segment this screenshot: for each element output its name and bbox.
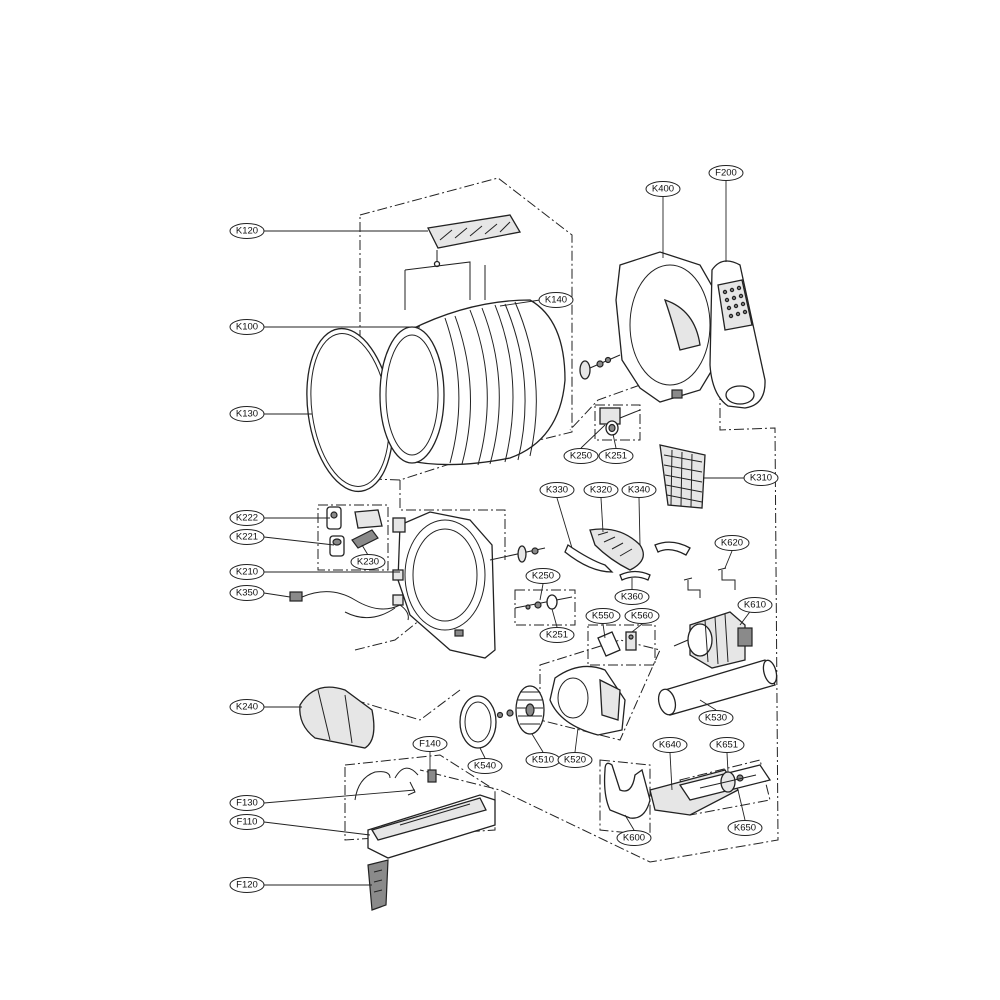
k620-k610-motor [673, 567, 753, 669]
rear-shaft-assembly [579, 354, 641, 436]
svg-text:F140: F140 [419, 739, 441, 750]
k310-lint-screen [659, 444, 706, 509]
callout-k360: K360 [614, 589, 650, 605]
svg-text:K140: K140 [545, 295, 567, 306]
callout-k610: K610 [737, 597, 773, 613]
svg-text:K640: K640 [659, 740, 681, 751]
callout-k650: K650 [727, 820, 763, 836]
f120-heater-terminal [367, 859, 389, 911]
svg-text:K240: K240 [236, 702, 258, 713]
f200-duct-cover [709, 260, 766, 409]
k350-wire-harness [289, 591, 409, 621]
callout-k400: K400 [645, 181, 681, 197]
callout-k240: K240 [229, 699, 265, 715]
k650-k651-bracket [678, 764, 772, 801]
svg-text:K130: K130 [236, 409, 258, 420]
callout-k600: K600 [616, 830, 652, 846]
callout-k340: K340 [621, 482, 657, 498]
callout-k620: K620 [714, 535, 750, 551]
svg-text:K350: K350 [236, 588, 258, 599]
callout-k251-lower: K251 [539, 627, 575, 643]
callout-k130: K130 [229, 406, 265, 422]
svg-text:K620: K620 [721, 538, 743, 549]
svg-text:K222: K222 [236, 513, 258, 524]
k320-k360-bracket-parts [564, 528, 691, 581]
svg-text:K330: K330 [546, 485, 568, 496]
callout-k560: K560 [624, 608, 660, 624]
svg-text:K530: K530 [705, 713, 727, 724]
k222-k221-k230-parts [326, 506, 383, 557]
callout-k230: K230 [350, 554, 386, 570]
f110-heater-housing [367, 794, 496, 859]
svg-text:K100: K100 [236, 322, 258, 333]
callout-f130: F130 [229, 795, 265, 811]
leader-lines [263, 180, 756, 886]
k550-k560-parts [597, 631, 637, 657]
svg-text:K360: K360 [621, 592, 643, 603]
svg-text:F110: F110 [237, 817, 258, 828]
callout-f200: F200 [708, 165, 744, 181]
k120-vent-bracket [404, 214, 522, 310]
callout-k250-lower: K250 [525, 568, 561, 584]
svg-text:F120: F120 [236, 880, 258, 891]
k210-front-bulkhead [392, 511, 496, 659]
svg-text:K320: K320 [590, 485, 612, 496]
svg-text:K221: K221 [236, 532, 258, 543]
svg-text:K251: K251 [605, 451, 627, 462]
svg-text:K250: K250 [532, 571, 554, 582]
callout-k140: K140 [538, 292, 574, 308]
k520-blower-housing [549, 665, 626, 736]
svg-text:F130: F130 [236, 798, 258, 809]
k100-drum [379, 299, 566, 466]
svg-text:K400: K400 [652, 184, 674, 195]
callout-f110: F110 [229, 814, 265, 830]
k510-blower-wheel [496, 685, 545, 735]
svg-text:K230: K230 [357, 557, 379, 568]
svg-text:K650: K650 [734, 823, 756, 834]
svg-text:K550: K550 [592, 611, 614, 622]
callout-k222: K222 [229, 510, 265, 526]
callout-k530: K530 [698, 710, 734, 726]
callout-labels: K120 K100 K130 K140 K400 F200 K250 K251 … [229, 165, 779, 893]
callout-k540: K540 [467, 758, 503, 774]
svg-text:K600: K600 [623, 833, 645, 844]
svg-text:K540: K540 [474, 761, 496, 772]
callout-k310: K310 [743, 470, 779, 486]
callout-k550: K550 [585, 608, 621, 624]
front-shaft-assembly [489, 545, 573, 610]
svg-text:K340: K340 [628, 485, 650, 496]
callout-k330: K330 [539, 482, 575, 498]
k540-gasket-ring [459, 695, 497, 749]
callout-k510: K510 [525, 752, 561, 768]
callout-k651: K651 [709, 737, 745, 753]
svg-text:K210: K210 [236, 567, 258, 578]
svg-text:K120: K120 [236, 226, 258, 237]
callout-k520: K520 [557, 752, 593, 768]
svg-text:K520: K520 [564, 755, 586, 766]
svg-text:K251: K251 [546, 630, 568, 641]
callout-k250-upper: K250 [563, 448, 599, 464]
svg-text:K310: K310 [750, 473, 772, 484]
svg-text:K510: K510 [532, 755, 554, 766]
svg-text:K250: K250 [570, 451, 592, 462]
callout-f140: F140 [412, 736, 448, 752]
callout-k640: K640 [652, 737, 688, 753]
callout-k221: K221 [229, 529, 265, 545]
k240-front-duct [299, 686, 375, 749]
callout-k100: K100 [229, 319, 265, 335]
callout-k210: K210 [229, 564, 265, 580]
callout-k320: K320 [583, 482, 619, 498]
k530-duct-tube [657, 659, 778, 716]
callout-k251-upper: K251 [598, 448, 634, 464]
svg-text:K610: K610 [744, 600, 766, 611]
svg-text:F200: F200 [715, 168, 737, 179]
f140-f130-heater-parts [354, 767, 437, 801]
callout-f120: F120 [229, 877, 265, 893]
callout-k120: K120 [229, 223, 265, 239]
k400-rear-bulkhead [615, 251, 721, 403]
svg-text:K560: K560 [631, 611, 653, 622]
svg-text:K651: K651 [716, 740, 738, 751]
callout-k350: K350 [229, 585, 265, 601]
